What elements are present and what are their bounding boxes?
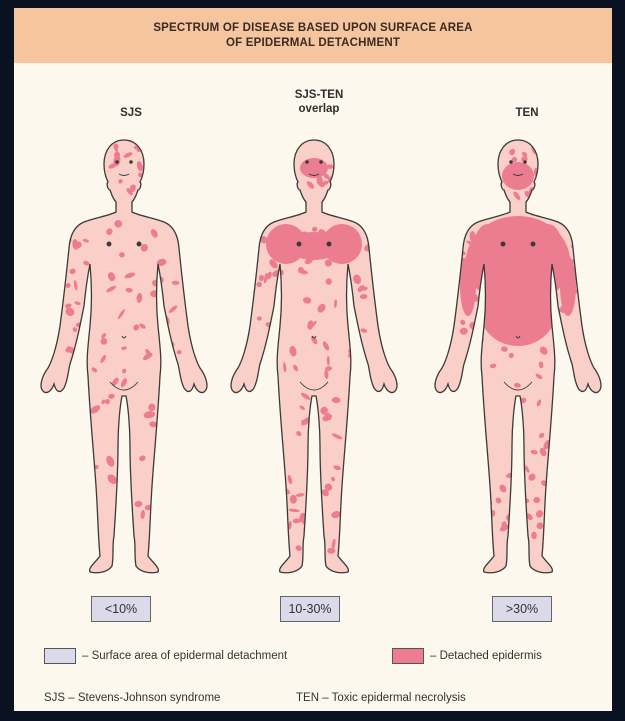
lesion-spot	[327, 548, 335, 554]
legend-surface-area: – Surface area of epidermal detachment	[44, 648, 287, 664]
percent-box-overlap: 10-30%	[280, 596, 340, 622]
body-feature	[297, 242, 301, 246]
diagram-panel: SPECTRUM OF DISEASE BASED UPON SURFACE A…	[14, 8, 612, 711]
lesion-patch	[286, 232, 342, 260]
body-feature	[510, 161, 513, 164]
legend-detached: – Detached epidermis	[392, 648, 542, 664]
percent-box-ten: >30%	[492, 596, 552, 622]
body-feature	[130, 161, 133, 164]
lesion-spot	[315, 531, 324, 541]
body-feature	[327, 242, 331, 246]
legend-label-surface-area: – Surface area of epidermal detachment	[82, 650, 287, 662]
body-feature	[306, 161, 309, 164]
body-figure-ten	[418, 136, 618, 576]
lesion-spot	[160, 309, 164, 314]
column-title-text: TEN	[502, 106, 552, 120]
percent-box-sjs: <10%	[91, 596, 151, 622]
body-figure-sjs	[24, 136, 224, 576]
footnote-ten: TEN – Toxic epidermal necrolysis	[296, 692, 466, 704]
body-feature	[524, 161, 527, 164]
legend-swatch-surface-area	[44, 648, 76, 664]
column-title-text: SJS-TEN	[284, 88, 354, 102]
body-feature	[116, 161, 119, 164]
header-line-1: SPECTRUM OF DISEASE BASED UPON SURFACE A…	[153, 21, 472, 36]
body-figure-overlap	[214, 136, 414, 576]
footnote-sjs: SJS – Stevens-Johnson syndrome	[44, 692, 220, 704]
lesion-spot	[349, 320, 357, 328]
diagram-header: SPECTRUM OF DISEASE BASED UPON SURFACE A…	[14, 8, 612, 63]
body-feature	[320, 161, 323, 164]
column-title-sjs: SJS	[106, 106, 156, 120]
body-silhouette	[231, 140, 397, 573]
column-title-ten: TEN	[502, 106, 552, 120]
column-subtitle-text: overlap	[284, 102, 354, 116]
body-feature	[501, 242, 505, 246]
legend-swatch-detached	[392, 648, 424, 664]
lesion-spot	[519, 534, 526, 542]
body-silhouette	[41, 140, 207, 573]
lesion-spot	[519, 541, 530, 551]
header-line-2: OF EPIDERMAL DETACHMENT	[226, 36, 400, 51]
lesion-spot	[472, 347, 479, 353]
body-feature	[107, 242, 111, 246]
body-silhouette	[435, 140, 601, 573]
legend-label-detached: – Detached epidermis	[430, 650, 542, 662]
column-title-overlap: SJS-TEN overlap	[284, 88, 354, 116]
body-feature	[137, 242, 141, 246]
column-title-text: SJS	[106, 106, 156, 120]
body-feature	[531, 242, 535, 246]
